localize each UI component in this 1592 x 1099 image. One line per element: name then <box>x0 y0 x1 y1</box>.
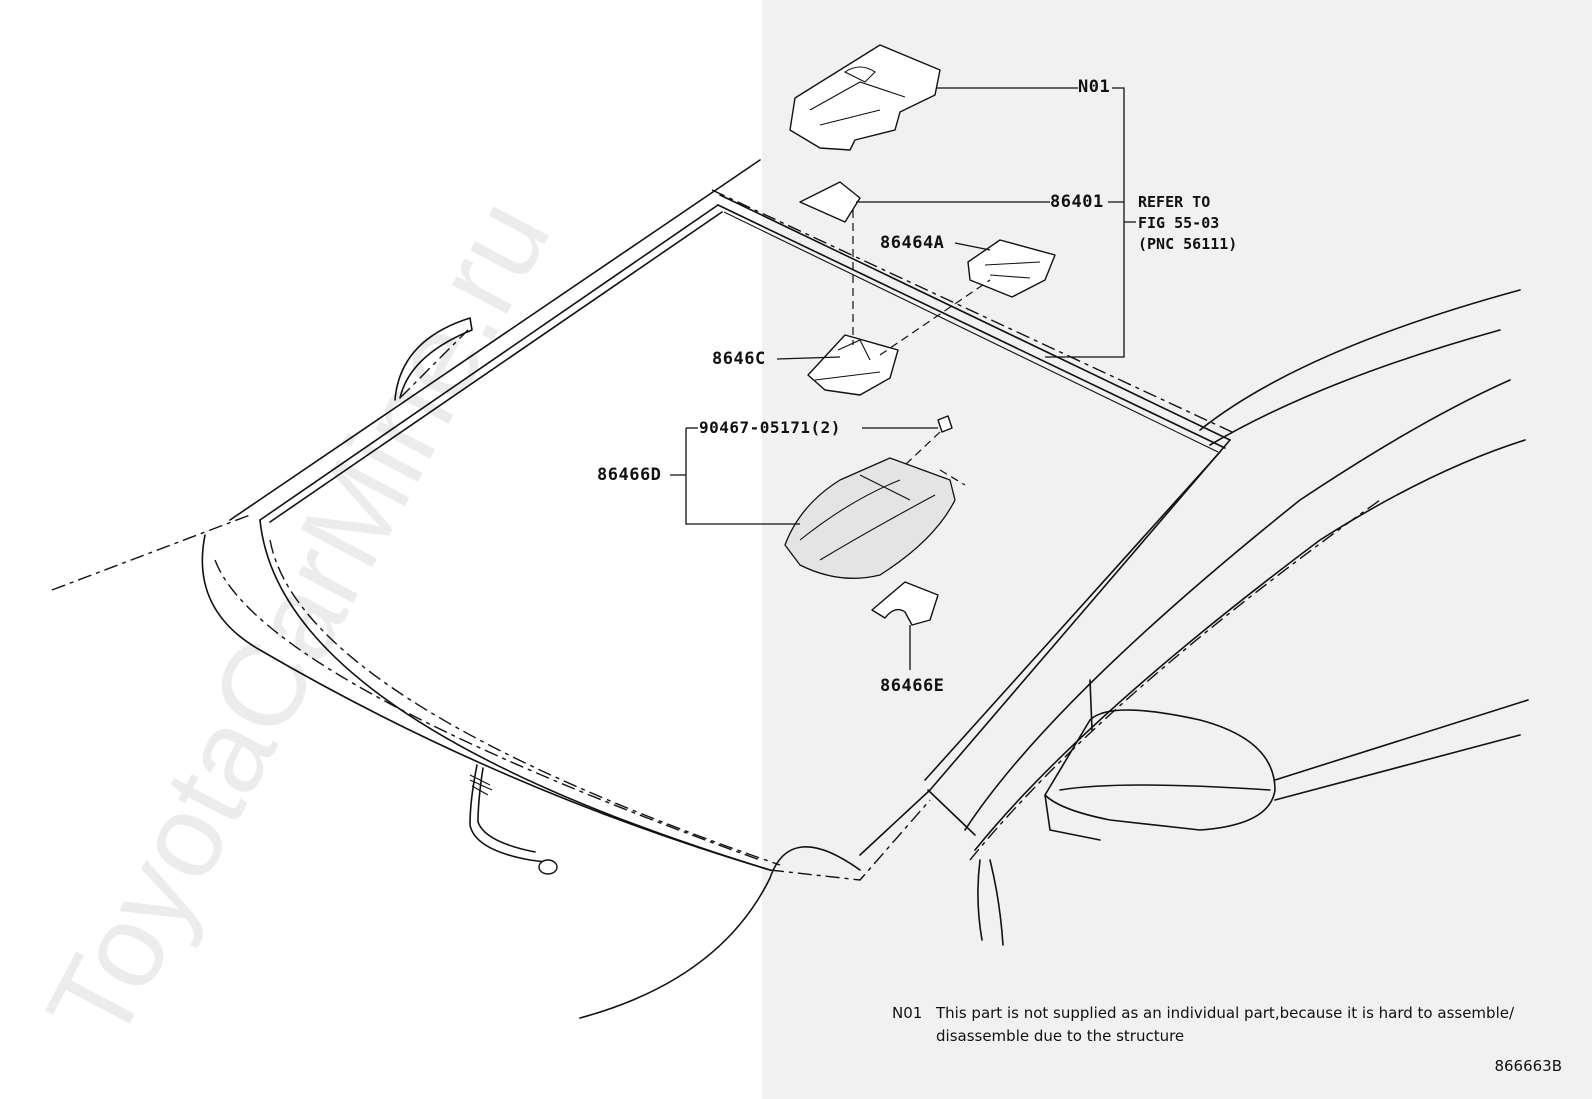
windshield-top-edge <box>719 194 1231 441</box>
hood-bottom <box>579 846 861 1019</box>
refer-line-3: (PNC 56111) <box>1138 235 1238 253</box>
hood-dashed-lower <box>214 559 761 861</box>
part-8646c-detail <box>814 339 881 381</box>
right-fender-2 <box>977 859 983 941</box>
left-mirror <box>394 317 473 401</box>
right-door-inner <box>974 439 1526 851</box>
part-86466e-shape <box>871 581 939 626</box>
leader-refer-bracket <box>1045 87 1136 358</box>
sensor-cable-2 <box>477 767 536 853</box>
part-n01-detail <box>809 66 906 126</box>
part-86466d-shape <box>784 457 956 579</box>
part-90467-clip <box>937 415 953 433</box>
assembly-dash-cover <box>939 469 966 486</box>
part-86401-shape <box>799 181 861 223</box>
windshield-left-pillar <box>259 204 719 521</box>
right-pillar-connect <box>927 789 976 836</box>
right-roof-line-2 <box>1209 329 1501 446</box>
part-86464a-detail <box>984 261 1041 279</box>
right-mirror-arm <box>1274 699 1529 781</box>
roof-left-dashed <box>51 514 251 591</box>
footnote: N01 This part is not supplied as an indiv… <box>892 1002 1572 1048</box>
figure-number: 866663B <box>1494 1057 1562 1075</box>
right-mirror-inner <box>1059 784 1271 791</box>
windshield-lower-dashed <box>269 539 781 866</box>
leader-8646c <box>776 356 841 360</box>
label-86464a: 86464A <box>880 233 945 253</box>
footnote-code: N01 <box>892 1004 923 1022</box>
label-90467: 90467-05171(2) <box>699 418 841 437</box>
hood-bottom-dashed <box>769 799 931 881</box>
windshield-top-dashed <box>711 189 1233 433</box>
footnote-line-2: disassemble due to the structure <box>936 1027 1185 1045</box>
label-8646c: 8646C <box>712 349 766 369</box>
windshield-right-pillar <box>859 439 1231 856</box>
assembly-dash-clip <box>904 431 941 466</box>
refer-line-2: FIG 55-03 <box>1138 214 1220 232</box>
right-fender <box>989 859 1004 946</box>
right-mirror-arm-2 <box>1274 734 1521 801</box>
part-8646c-shape <box>807 334 899 396</box>
leader-86464a <box>954 242 991 251</box>
label-86466e: 86466E <box>880 676 945 696</box>
sensor-connector <box>538 859 558 875</box>
refer-note: REFER TO FIG 55-03 (PNC 56111) <box>1138 192 1237 255</box>
footnote-line-1: This part is not supplied as an individu… <box>936 1004 1515 1022</box>
left-mirror-dashed <box>399 329 469 399</box>
windshield-right-pillar-inner <box>924 451 1221 781</box>
windshield-top-inner <box>717 204 1226 449</box>
right-mirror-body <box>1044 709 1276 831</box>
windshield-left-pillar-inner <box>269 211 723 523</box>
refer-line-1: REFER TO <box>1138 193 1211 211</box>
right-belt-line <box>1089 679 1093 731</box>
label-86401: 86401 <box>1050 192 1104 212</box>
right-door-dashed <box>969 499 1381 861</box>
roof-left-line <box>229 159 761 521</box>
part-86466d-detail <box>799 474 936 561</box>
assembly-dash-86464a <box>879 279 991 356</box>
hood-left-line <box>201 534 771 871</box>
label-n01: N01 <box>1078 77 1111 97</box>
right-mirror-base <box>1044 794 1101 841</box>
cable-wires <box>469 774 493 796</box>
right-roof-line-1 <box>1199 289 1521 431</box>
part-86464a-shape <box>967 239 1056 298</box>
right-door-line <box>964 379 1511 831</box>
label-86466d: 86466D <box>597 465 662 485</box>
windshield-outer-left <box>259 519 771 871</box>
leader-86466d <box>670 428 800 525</box>
windshield-top-strip <box>723 211 1219 453</box>
part-n01-shape <box>789 44 941 151</box>
